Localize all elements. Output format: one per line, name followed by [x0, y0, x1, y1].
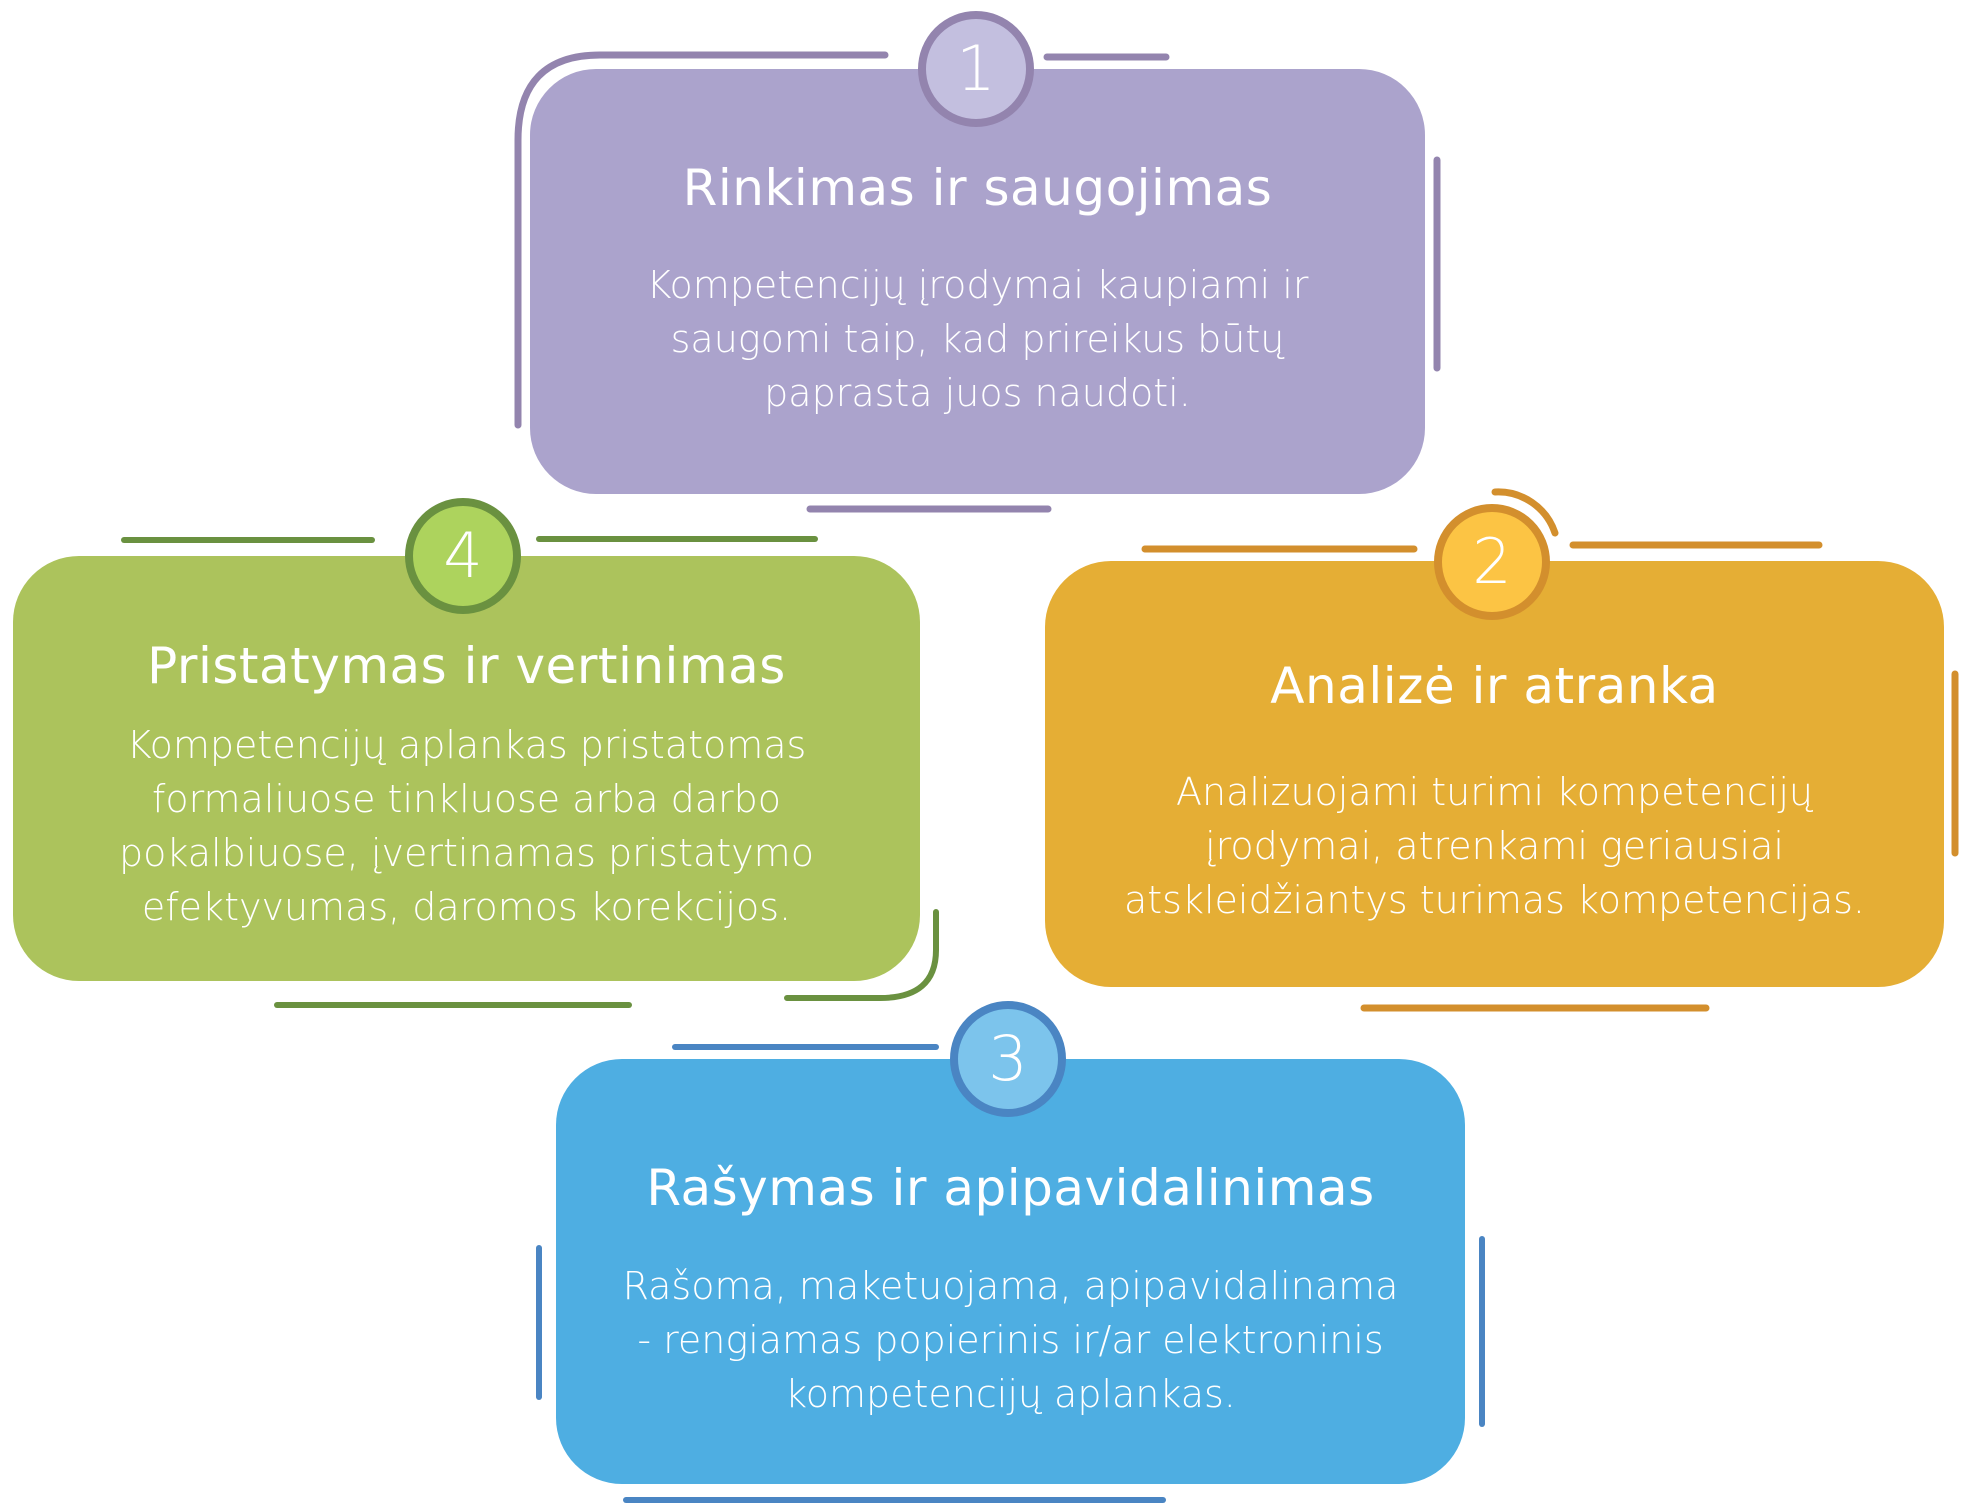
description-line: saugomi taip, kad prireikus būtų: [670, 317, 1285, 361]
description-line: pokalbiuose, įvertinamas pristatymo: [119, 831, 814, 875]
step-number-badge: 2: [1434, 504, 1550, 620]
step-number-badge: 1: [918, 11, 1034, 127]
description-line: efektyvumas, daromos korekcijos.: [141, 885, 792, 929]
step-number-badge: 4: [405, 498, 521, 614]
step-card-collection: Rinkimas ir saugojimas Kompetencijų įrod…: [530, 69, 1425, 494]
description-line: įrodymai, atrenkami geriausiai: [1205, 824, 1784, 868]
description-line: Kompetencijų įrodymai kaupiami ir: [646, 263, 1309, 307]
step-card-presentation: Pristatymas ir vertinimas Kompetencijų a…: [13, 556, 920, 981]
step-description: Kompetencijų įrodymai kaupiami ir saugom…: [550, 258, 1405, 420]
step-title: Rašymas ir apipavidalinimas: [646, 1159, 1375, 1217]
description-line: formaliuose tinkluose arba darbo: [151, 777, 782, 821]
description-line: kompetencijų aplankas.: [785, 1372, 1236, 1416]
description-line: Rašoma, maketuojama, apipavidalinama: [622, 1264, 1399, 1308]
description-line: - rengiamas popierinis ir/ar elektronini…: [637, 1318, 1384, 1362]
description-line: paprasta juos naudoti.: [764, 371, 1191, 415]
step-description: Analizuojami turimi kompetencijų įrodyma…: [1065, 765, 1924, 927]
step-description: Rašoma, maketuojama, apipavidalinama - r…: [576, 1259, 1445, 1421]
description-line: Kompetencijų aplankas pristatomas: [126, 723, 807, 767]
description-line: Analizuojami turimi kompetencijų: [1176, 770, 1813, 814]
step-description: Kompetencijų aplankas pristatomas formal…: [33, 718, 900, 934]
step-title: Rinkimas ir saugojimas: [682, 159, 1273, 217]
step-card-analysis: Analizė ir atranka Analizuojami turimi k…: [1045, 561, 1944, 987]
description-line: atskleidžiantys turimas kompetencijas.: [1123, 878, 1866, 922]
step-number-badge: 3: [950, 1001, 1066, 1117]
step-title: Analizė ir atranka: [1270, 657, 1719, 715]
step-card-writing: Rašymas ir apipavidalinimas Rašoma, make…: [556, 1059, 1465, 1484]
step-title: Pristatymas ir vertinimas: [147, 637, 786, 695]
